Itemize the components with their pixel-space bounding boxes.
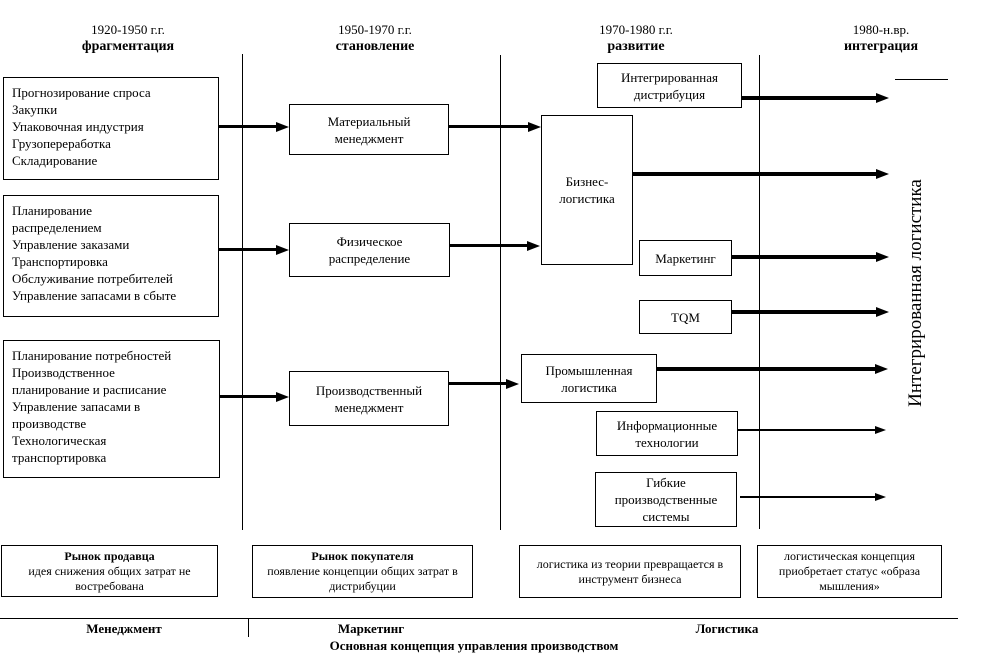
box-label: Гибкие производственные системы — [614, 475, 718, 524]
box-industrial-logistics: Промышленная логистика — [521, 354, 657, 403]
market-note-title: Рынок покупателя — [311, 549, 414, 563]
activities-text: Прогнозирование спроса Закупки Упаковочн… — [12, 85, 151, 168]
integration-arrow — [633, 172, 876, 176]
box-label: Промышленная логистика — [545, 362, 633, 395]
era-stage: становление — [335, 39, 415, 54]
market-note-text: появление концепции общих затрат в дистр… — [267, 564, 458, 593]
box-label: Интегрированная дистрибуция — [621, 69, 718, 102]
integration-tick-line — [895, 79, 948, 80]
integration-arrow — [657, 367, 875, 371]
era-divider-line-1 — [242, 54, 243, 530]
integration-arrow — [742, 96, 876, 100]
legend-logistics: Логистика — [695, 621, 759, 636]
integration-arrow — [732, 310, 876, 314]
flow-arrow — [449, 244, 527, 247]
era-header-1970-1980: 1970-1980 г.г. развитие — [526, 22, 746, 55]
market-note-text: идея снижения общих затрат не востребова… — [28, 563, 191, 593]
box-physical-distribution: Физическое распределение — [289, 223, 450, 277]
box-label: Материальный менеджмент — [327, 113, 411, 146]
box-material-management: Материальный менеджмент — [289, 104, 449, 155]
era-header-1920-1950: 1920-1950 г.г. фрагментация — [18, 22, 238, 55]
era-stage: интеграция — [843, 39, 919, 54]
box-business-logistics: Бизнес-логистика — [541, 115, 633, 265]
era-divider-line-2 — [500, 55, 501, 530]
era-period: 1970-1980 г.г. — [599, 22, 673, 37]
box-flexible-manufacturing-systems: Гибкие производственные системы — [595, 472, 737, 527]
era-divider-line-3 — [759, 55, 760, 529]
box-label: Производственный менеджмент — [315, 382, 423, 415]
box-label: Бизнес-логистика — [559, 174, 615, 206]
activities-box-material-flow: Прогнозирование спроса Закупки Упаковочн… — [3, 77, 219, 180]
legend-top-line — [0, 618, 958, 619]
era-period: 1920-1950 г.г. — [91, 22, 165, 37]
market-note-text: логистическая концепция приобретает стат… — [778, 549, 921, 593]
integration-arrow — [738, 429, 875, 431]
legend-management: Менеджмент — [86, 621, 162, 636]
flow-arrow — [449, 125, 528, 128]
legend-caption: Основная концепция управления производст… — [329, 638, 619, 653]
box-production-management: Производственный менеджмент — [289, 371, 449, 426]
legend-divider — [248, 618, 249, 637]
integration-arrow — [732, 255, 876, 259]
activities-box-production: Планирование потребностей Производственн… — [3, 340, 220, 478]
box-tqm: TQM — [639, 300, 732, 334]
market-note-title: Рынок продавца — [64, 548, 155, 563]
activities-box-distribution: Планирование распределением Управление з… — [3, 195, 219, 317]
market-note-logistics-business-tool: логистика из теории превращается в инстр… — [519, 545, 741, 598]
era-header-1950-1970: 1950-1970 г.г. становление — [265, 22, 485, 55]
box-label: Информационные технологии — [616, 417, 718, 450]
market-note-sellers-market: Рынок продавца идея снижения общих затра… — [1, 545, 218, 597]
flow-arrow — [449, 382, 506, 385]
era-stage: фрагментация — [81, 39, 175, 54]
box-label: Маркетинг — [655, 250, 716, 266]
integration-arrow — [740, 496, 875, 498]
box-label: Физическое распределение — [328, 234, 411, 266]
box-marketing: Маркетинг — [639, 240, 732, 276]
flow-arrow — [219, 248, 276, 251]
box-label: TQM — [671, 309, 700, 325]
activities-text: Планирование потребностей Производственн… — [12, 348, 172, 465]
legend-marketing: Маркетинг — [337, 621, 405, 636]
box-integrated-distribution: Интегрированная дистрибуция — [597, 63, 742, 108]
market-note-buyers-market: Рынок покупателя появление концепции общ… — [252, 545, 473, 598]
flow-arrow — [220, 395, 276, 398]
era-period: 1950-1970 г.г. — [338, 22, 412, 37]
integrated-logistics-axis-label: Интегрированная логистика — [905, 179, 926, 407]
era-stage: развитие — [607, 39, 665, 54]
flow-arrow — [219, 125, 276, 128]
market-note-way-of-thinking: логистическая концепция приобретает стат… — [757, 545, 942, 598]
activities-text: Планирование распределением Управление з… — [12, 203, 177, 303]
era-period: 1980-н.вр. — [852, 22, 910, 37]
market-note-text: логистика из теории превращается в инстр… — [536, 556, 724, 586]
box-information-technologies: Информационные технологии — [596, 411, 738, 456]
era-header-1980-now: 1980-н.вр. интеграция — [771, 22, 989, 55]
